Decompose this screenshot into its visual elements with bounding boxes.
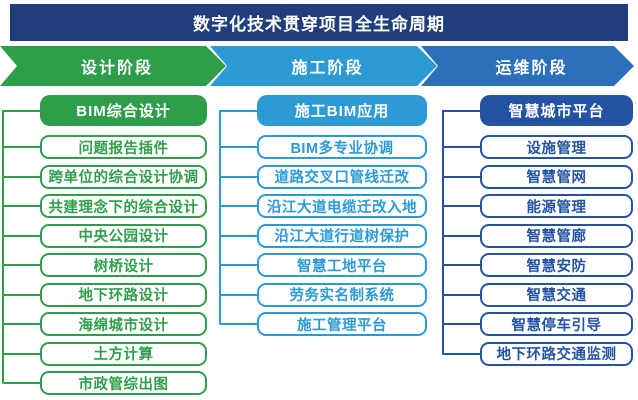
item-box: 地下环路设计 — [4, 282, 207, 307]
column-header-box: 智慧城市平台 — [442, 95, 633, 126]
item-box: 问题报告插件 — [4, 135, 207, 159]
connector-spine — [219, 109, 221, 325]
item-box: 劳务实名制系统 — [221, 282, 427, 307]
item-box: 树桥设计 — [4, 253, 207, 277]
item-box: 道路交叉口管线迁改 — [221, 164, 427, 189]
item-box: 共建理念下的综合设计 — [4, 194, 207, 218]
column-boxes: BIM综合设计 问题报告插件跨单位的综合设计协调共建理念下的综合设计中央公园设计… — [2, 95, 207, 395]
phase-arrow-design-label: 设计阶段 — [80, 60, 153, 77]
item-box: 跨单位的综合设计协调 — [4, 164, 207, 189]
item-box: 智慧管廊 — [444, 223, 633, 248]
item-box: 海绵城市设计 — [4, 312, 207, 336]
title-banner: 数字化技术贯穿项目全生命周期 — [10, 4, 628, 41]
phase-arrow-operation-label: 运维阶段 — [495, 60, 568, 77]
phase-arrow-design: 设计阶段 — [0, 46, 226, 86]
item-box: 智慧停车引导 — [444, 312, 633, 336]
item-box: BIM多专业协调 — [221, 135, 427, 159]
item-box: 智慧工地平台 — [221, 253, 427, 277]
phase-arrow-construction-label: 施工阶段 — [291, 60, 364, 77]
item-box: 土方计算 — [4, 341, 207, 366]
item-box: 智慧管网 — [444, 164, 633, 189]
connector-spine — [2, 109, 4, 384]
column-boxes: 施工BIM应用 BIM多专业协调道路交叉口管线迁改沿江大道电缆迁改入地沿江大道行… — [219, 95, 427, 336]
title-text: 数字化技术贯穿项目全生命周期 — [193, 15, 445, 34]
phase-column: 施工BIM应用 BIM多专业协调道路交叉口管线迁改沿江大道电缆迁改入地沿江大道行… — [219, 95, 427, 336]
column-header-box: BIM综合设计 — [2, 95, 207, 126]
item-box: 智慧安防 — [444, 253, 633, 277]
column-header-box: 施工BIM应用 — [219, 95, 427, 126]
phase-arrow-construction: 施工阶段 — [210, 46, 437, 86]
phase-column: BIM综合设计 问题报告插件跨单位的综合设计协调共建理念下的综合设计中央公园设计… — [2, 95, 207, 395]
item-box: 中央公园设计 — [4, 223, 207, 248]
item-box: 能源管理 — [444, 194, 633, 218]
item-box: 智慧交通 — [444, 282, 633, 307]
phase-arrow-operation: 运维阶段 — [421, 46, 634, 86]
connector-spine — [442, 109, 444, 355]
item-box: 地下环路交通监测 — [444, 341, 633, 366]
phase-column: 智慧城市平台 设施管理智慧管网能源管理智慧管廊智慧安防智慧交通智慧停车引导地下环… — [442, 95, 633, 366]
item-box: 沿江大道行道树保护 — [221, 223, 427, 248]
item-box: 设施管理 — [444, 135, 633, 159]
item-box: 施工管理平台 — [221, 312, 427, 336]
column-boxes: 智慧城市平台 设施管理智慧管网能源管理智慧管廊智慧安防智慧交通智慧停车引导地下环… — [442, 95, 633, 366]
item-box: 沿江大道电缆迁改入地 — [221, 194, 427, 218]
item-box: 市政管综出图 — [4, 371, 207, 395]
